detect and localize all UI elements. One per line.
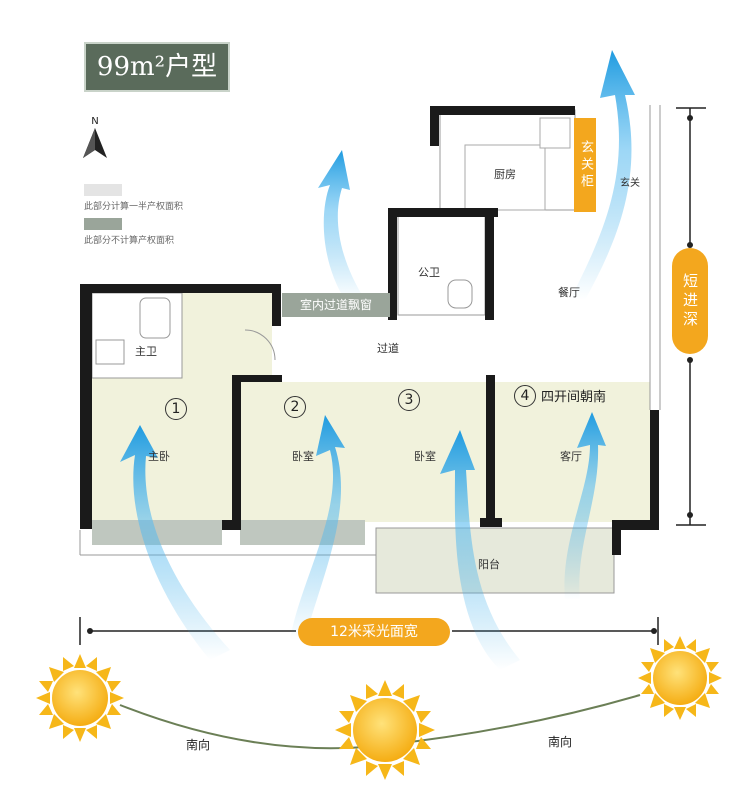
room-entrance: 玄关 <box>620 178 640 189</box>
sun-direction-left: 南向 <box>186 738 211 752</box>
room-master-bath: 主卫 <box>135 345 157 358</box>
entrance-cabinet-label: 玄关柜 <box>574 118 596 212</box>
bed3-fill <box>365 382 490 522</box>
north-compass: N <box>83 116 107 162</box>
corridor-window-label: 室内过道飘窗 <box>282 293 390 317</box>
legend-text-none: 此部分不计算产权面积 <box>84 236 175 246</box>
wind-arrows <box>120 50 635 670</box>
compass-arrow-icon <box>83 128 107 158</box>
living-fill <box>490 382 650 522</box>
page-title: 99m²户型 <box>84 42 230 92</box>
width-label: 12米采光面宽 <box>298 618 450 646</box>
south-facing-label: 四开间朝南 <box>541 390 607 405</box>
room-bed2: 卧室 <box>292 450 314 463</box>
legend-swatch-half <box>84 184 122 196</box>
room-master-bed: 主卧 <box>148 450 170 463</box>
room-number-4: 4 <box>514 385 536 407</box>
legend-text-half: 此部分计算一半产权面积 <box>84 202 184 212</box>
compass-label: N <box>91 116 99 127</box>
room-public-bath: 公卫 <box>418 266 440 279</box>
sun-right-icon <box>638 636 722 720</box>
room-number-2: 2 <box>284 396 306 418</box>
room-living: 客厅 <box>560 450 582 463</box>
room-dining: 餐厅 <box>558 286 580 299</box>
sun-center-icon <box>335 680 435 780</box>
room-kitchen: 厨房 <box>494 168 516 181</box>
room-corridor: 过道 <box>377 342 399 355</box>
room-balcony: 阳台 <box>478 558 500 571</box>
legend-swatch-none <box>84 218 122 230</box>
room-number-1: 1 <box>165 398 187 420</box>
sun-direction-right: 南向 <box>548 735 573 749</box>
room-bed3: 卧室 <box>414 450 436 463</box>
sun-left-icon <box>36 654 124 742</box>
balcony2-fill <box>240 520 365 545</box>
room-number-3: 3 <box>398 389 420 411</box>
depth-label: 短进深 <box>672 248 708 354</box>
